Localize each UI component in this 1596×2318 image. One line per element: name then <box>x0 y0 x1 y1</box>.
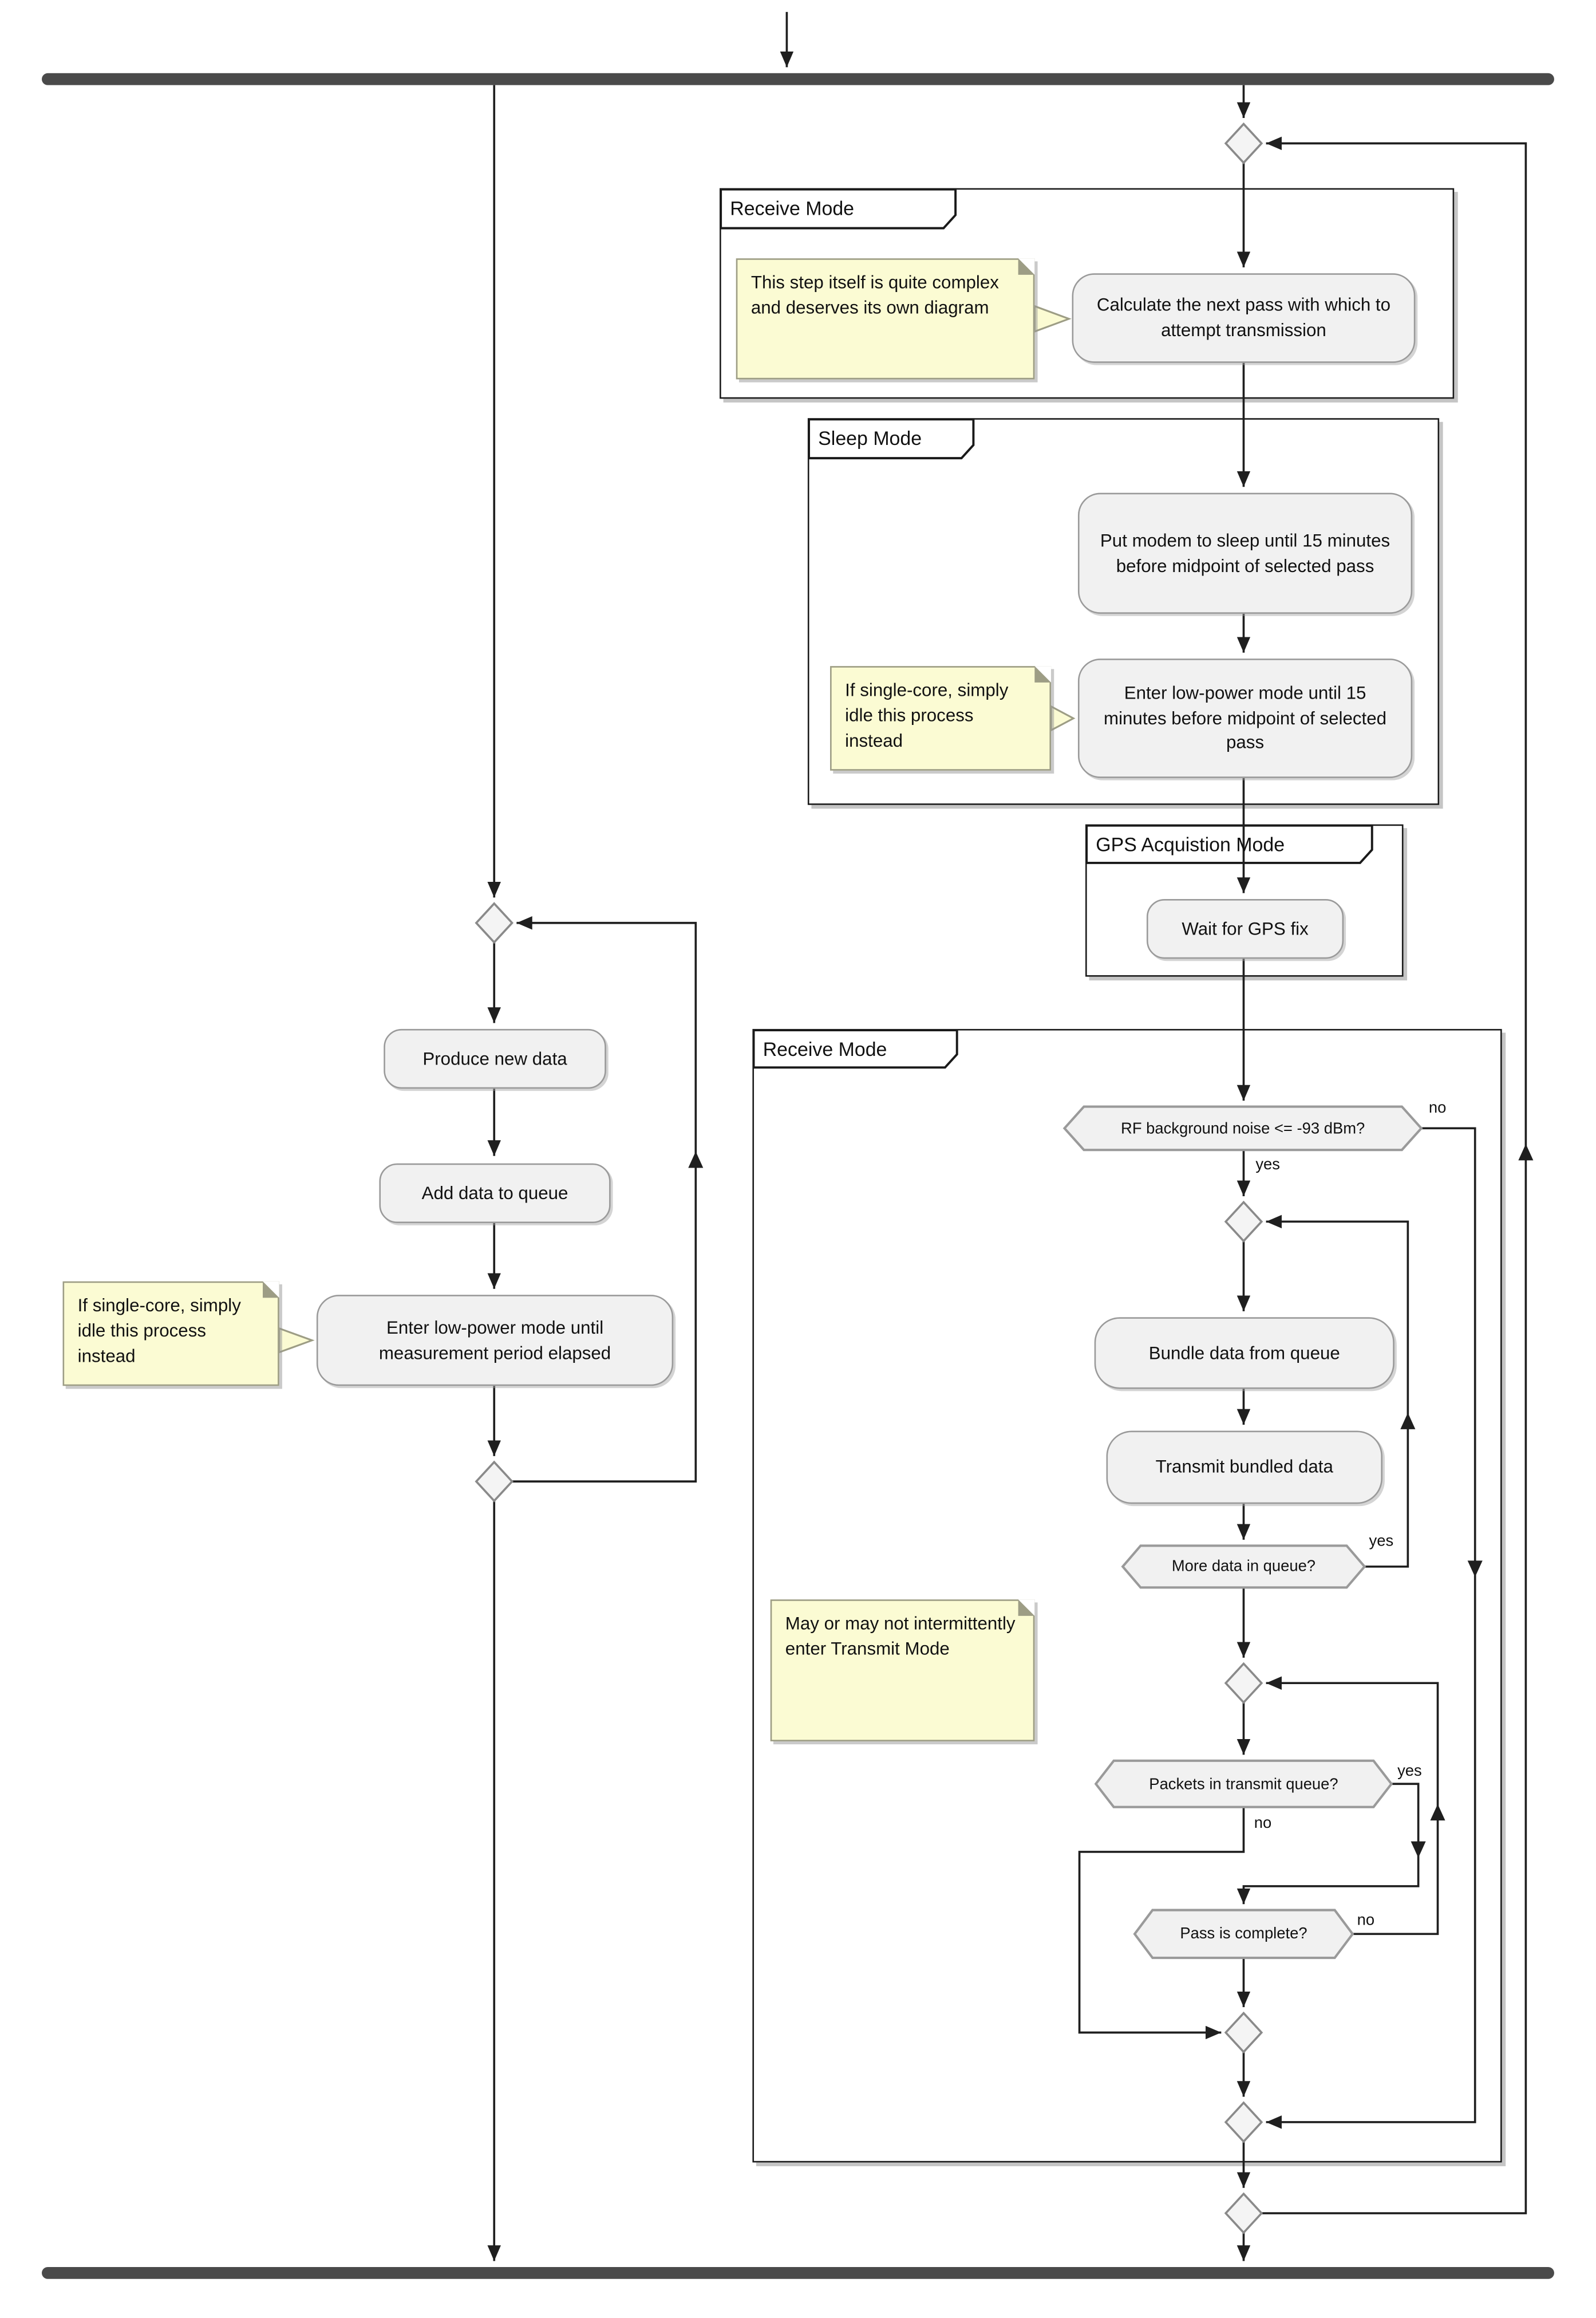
note-single-core-measure: If single-core, simply idle this process… <box>62 1280 280 1386</box>
partition-title-sleep: Sleep Mode <box>818 427 922 450</box>
note-fold-icon <box>1035 665 1052 683</box>
fork-bar-top <box>42 73 1554 85</box>
note-text: If single-core, simply idle this process… <box>77 1295 241 1366</box>
edge-label-more-yes: yes <box>1369 1532 1394 1551</box>
partition-title-receive-top: Receive Mode <box>730 197 855 220</box>
activity-bundle: Bundle data from queue <box>1094 1317 1394 1389</box>
note-text: May or may not intermittently enter Tran… <box>785 1613 1016 1659</box>
note-single-core-sleep: If single-core, simply idle this process… <box>830 665 1052 771</box>
edge-label-packets-yes: yes <box>1397 1762 1422 1780</box>
edge-label-packets-no: no <box>1254 1814 1272 1833</box>
join-bar-bottom <box>42 2266 1554 2279</box>
activity-low-power-sleep: Enter low-power mode until 15 minutes be… <box>1077 659 1413 778</box>
activity-modem-sleep: Put modem to sleep until 15 minutes befo… <box>1077 492 1413 614</box>
edge-label-rf-no: no <box>1428 1099 1447 1117</box>
note-complex-step: This step itself is quite complex and de… <box>736 258 1036 380</box>
partition-receive-main <box>752 1028 1502 2163</box>
note-fold-icon <box>263 1280 280 1298</box>
note-transmit-mode: May or may not intermittently enter Tran… <box>770 1599 1036 1741</box>
partition-title-gps: GPS Acquistion Mode <box>1096 833 1285 856</box>
activity-produce-data: Produce new data <box>384 1028 606 1089</box>
activity-low-power-measure: Enter low-power mode until measurement p… <box>316 1295 674 1386</box>
note-fold-icon <box>1018 258 1036 275</box>
partition-title-receive-main: Receive Mode <box>763 1038 887 1061</box>
activity-wait-gps: Wait for GPS fix <box>1146 899 1344 959</box>
edge-label-pass-no: no <box>1357 1911 1375 1930</box>
note-text: If single-core, simply idle this process… <box>845 679 1009 751</box>
activity-add-queue: Add data to queue <box>379 1163 611 1223</box>
activity-calculate-pass: Calculate the next pass with which to at… <box>1072 273 1416 363</box>
edge-label-rf-yes: yes <box>1255 1156 1280 1174</box>
activity-transmit: Transmit bundled data <box>1106 1430 1383 1504</box>
note-fold-icon <box>1018 1599 1036 1616</box>
note-text: This step itself is quite complex and de… <box>750 271 999 318</box>
